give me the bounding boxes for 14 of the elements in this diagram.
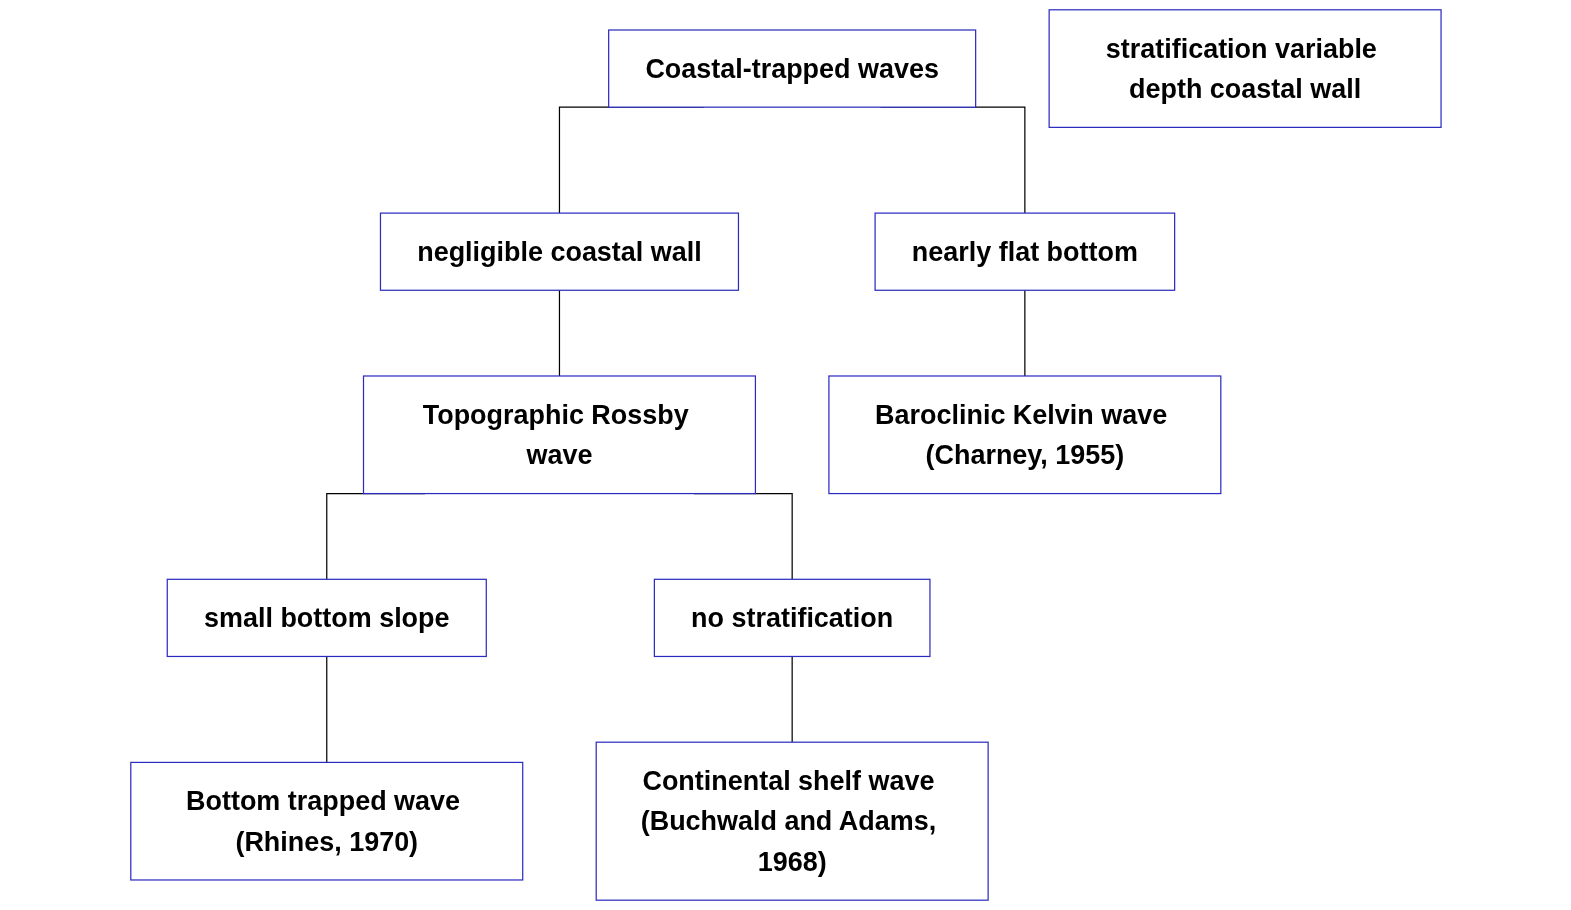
node-box: negligible coastal wall bbox=[379, 212, 739, 291]
connector bbox=[791, 655, 793, 743]
node-box: Topographic Rossby wave bbox=[362, 375, 756, 495]
node-box: no stratification bbox=[653, 578, 931, 658]
node-box: Coastal-trapped waves bbox=[607, 29, 976, 108]
node-box: Bottom trapped wave (Rhines, 1970) bbox=[129, 761, 523, 881]
node-box: small bottom slope bbox=[166, 578, 487, 658]
node-box: stratification variable depth coastal wall bbox=[1048, 9, 1442, 128]
node-box: nearly flat bottom bbox=[874, 212, 1175, 291]
node-box: Baroclinic Kelvin wave (Charney, 1955) bbox=[827, 375, 1221, 495]
connector bbox=[1023, 289, 1026, 377]
connector bbox=[558, 289, 560, 377]
node-box: Continental shelf wave (Buchwald and Adams, 1968) bbox=[595, 741, 989, 901]
connector bbox=[325, 655, 327, 763]
